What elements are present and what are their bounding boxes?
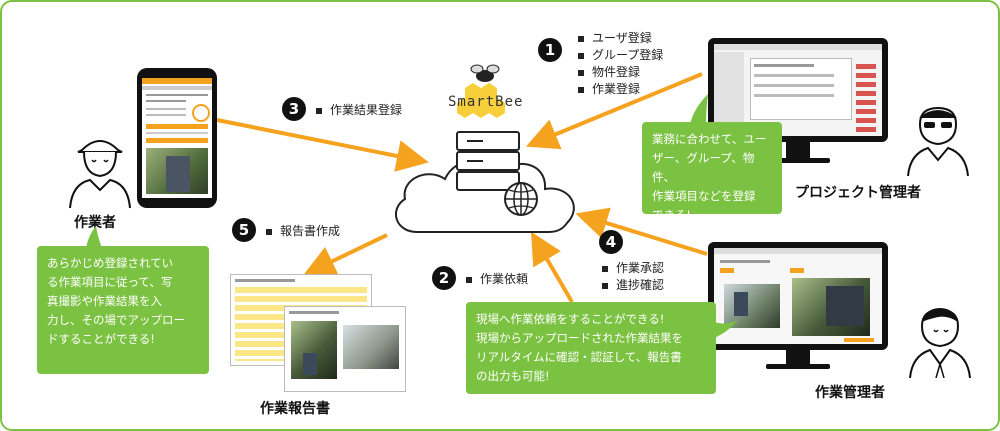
logo-text: SmartBee	[448, 94, 524, 110]
worker-bubble: あらかじめ登録されてい る作業項目に従って、写 真撮影や作業結果を入 力し、その…	[37, 246, 209, 374]
step1-number: 1	[538, 38, 562, 62]
pm-bubble-line: 作業項目などを登録	[652, 189, 756, 203]
step4-item: 進捗確認	[602, 277, 664, 294]
work-manager-bubble: 現場へ作業依頼をすることができる! 現場からアップロードされた作業結果を リアル…	[466, 302, 716, 394]
pm-monitor-stand	[786, 142, 810, 160]
pm-bubble-line: できる!	[652, 208, 691, 222]
step2-label: 作業依頼	[466, 270, 528, 287]
wm-monitor	[708, 242, 888, 350]
pm-bubble-line: ザー、グループ、物件、	[652, 151, 755, 184]
step5-number: 5	[232, 218, 256, 242]
arrow-step1	[525, 72, 703, 150]
pm-bubble-line: 業務に合わせて、ユー	[652, 132, 767, 146]
worker-bubble-line: 真撮影や作業結果を入	[47, 294, 162, 308]
project-manager-person-icon	[907, 106, 969, 176]
project-manager-bubble-tail	[690, 94, 708, 124]
arrow-step4	[575, 207, 708, 256]
wm-bubble-line: 現場からアップロードされた作業結果を	[476, 331, 683, 345]
wm-monitor-stand	[786, 350, 810, 366]
wm-bubble-line: リアルタイムに確認・認証して、報告書	[476, 350, 682, 364]
wm-monitor-base	[766, 364, 830, 369]
step1-item: 作業登録	[578, 81, 663, 98]
step3-number: 3	[282, 97, 306, 121]
wm-bubble-line: 現場へ作業依頼をすることができる!	[476, 312, 665, 326]
worker-bubble-tail	[86, 226, 102, 248]
worker-bubble-line: ドすることができる!	[47, 332, 155, 346]
worker-bubble-line: 力し、その場でアップロー	[47, 313, 185, 327]
smartbee-logo-icon	[457, 64, 505, 118]
project-manager-label: プロジェクト管理者	[795, 185, 921, 201]
cloud-server-icon	[395, 131, 575, 233]
step1-item: 物件登録	[578, 64, 663, 81]
work-manager-bubble-tail	[714, 320, 738, 338]
step4-number: 4	[599, 230, 623, 254]
phone-screen	[142, 78, 212, 198]
worker-person-icon	[69, 140, 131, 209]
work-manager-person-icon	[909, 308, 971, 378]
pm-monitor-base	[766, 158, 830, 163]
step4-list: 作業承認 進捗確認	[602, 260, 664, 294]
step3-label: 作業結果登録	[316, 101, 402, 118]
work-manager-label: 作業管理者	[815, 385, 885, 401]
wm-monitor-screen	[714, 248, 882, 344]
arrow-step3	[216, 118, 429, 172]
step4-item: 作業承認	[602, 260, 664, 277]
worker-bubble-line: あらかじめ登録されてい	[47, 256, 174, 270]
step5-label: 報告書作成	[266, 222, 340, 239]
smartphone	[137, 68, 217, 208]
step2-number: 2	[432, 266, 456, 290]
arrow-step5	[303, 233, 388, 276]
step1-item: ユーザ登録	[578, 30, 663, 47]
report-doc-front	[284, 306, 406, 392]
worker-bubble-line: る作業項目に従って、写	[47, 275, 173, 289]
wm-bubble-line: の出力も可能!	[476, 369, 550, 383]
project-manager-bubble: 業務に合わせて、ユー ザー、グループ、物件、 作業項目などを登録 できる!	[642, 122, 782, 222]
step1-list: ユーザ登録 グループ登録 物件登録 作業登録	[578, 30, 663, 98]
report-label: 作業報告書	[260, 401, 330, 417]
step1-item: グループ登録	[578, 47, 663, 64]
worker-label: 作業者	[74, 215, 116, 231]
arrow-step2	[530, 231, 574, 304]
pm-monitor-screen	[714, 44, 882, 136]
